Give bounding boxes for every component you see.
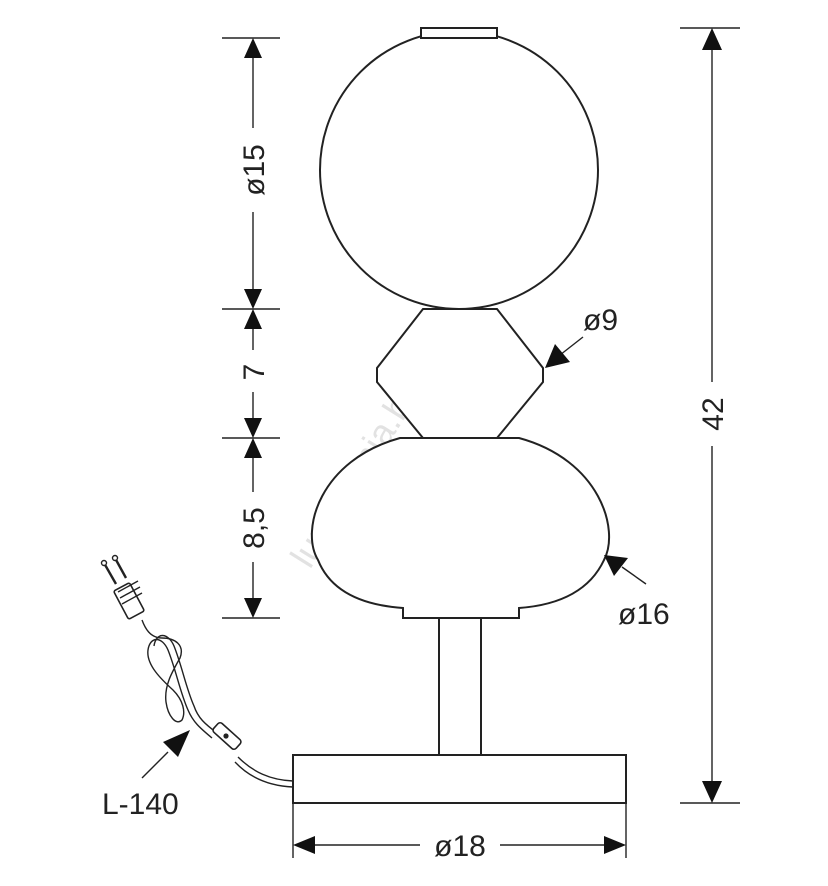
- power-cable: [141, 619, 294, 788]
- lamp-stem: [438, 616, 482, 756]
- cable-switch-button: [223, 733, 229, 739]
- total-height-dimension: [680, 27, 740, 804]
- dim-cable-length: L-140: [102, 788, 179, 821]
- dim-total-height: 42: [697, 397, 730, 430]
- dim-lower-diameter: ø16: [618, 598, 670, 631]
- left-dimension-chain: [222, 37, 280, 619]
- dim-middle-height: 7: [238, 364, 271, 381]
- dim-middle-diameter: ø9: [583, 304, 618, 337]
- lamp-base: [292, 754, 627, 804]
- middle-diameter-pointer: [545, 336, 584, 368]
- top-globe-shade: [319, 30, 599, 310]
- dim-lower-height: 8,5: [238, 507, 271, 549]
- globe-cap: [420, 27, 498, 39]
- dim-base-diameter: ø18: [434, 830, 486, 863]
- lower-oval-shade: [310, 437, 611, 619]
- dim-globe-diameter: ø15: [238, 144, 271, 196]
- cable-length-pointer: [141, 730, 190, 779]
- base-diameter-dimension: [292, 803, 627, 858]
- lower-diameter-pointer: [604, 555, 647, 585]
- power-plug: [100, 554, 145, 620]
- middle-diamond-shade: [376, 308, 544, 439]
